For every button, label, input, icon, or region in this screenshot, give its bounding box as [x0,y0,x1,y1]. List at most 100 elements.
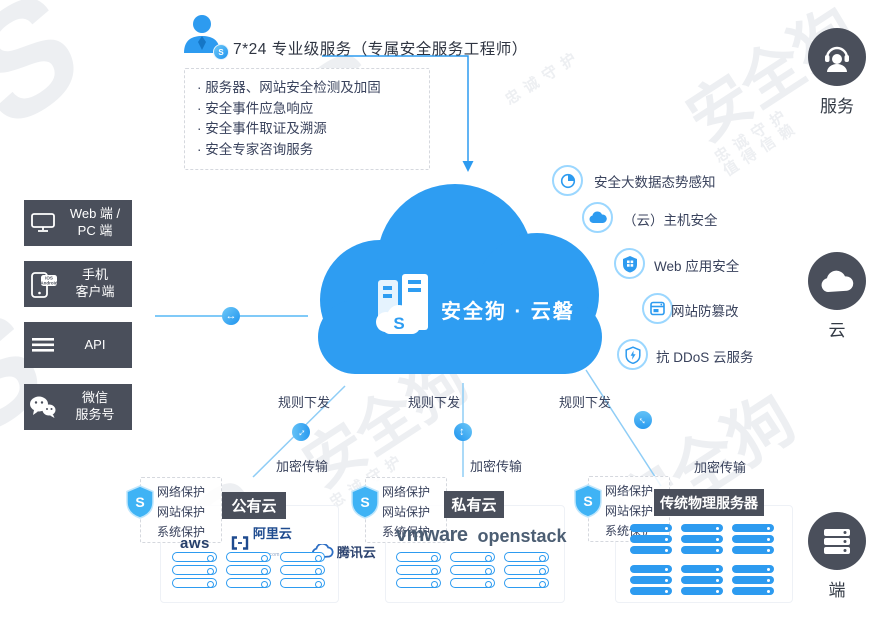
server-bar [732,565,774,573]
server-bar [681,576,723,584]
channel-label: 微信 服务号 [75,390,115,422]
engineer-person-icon [184,15,220,53]
shield-bolt-icon [617,339,648,370]
bullet-item: · 安全事件取证及溯源 [197,121,327,136]
server-rack-group [396,549,549,588]
headset-icon [808,28,866,86]
server-bar [504,552,549,562]
channel-mobile: iOS Android 手机 客户端 [24,261,132,307]
encrypted-transfer-label: 加密传输 [470,459,523,474]
encrypted-transfer-label: 加密传输 [276,459,329,474]
private-cloud-logos: vmware openstack [396,524,567,547]
rail-label-service: 服务 [820,97,854,116]
server-rack-group [172,549,325,588]
server-bar [681,565,723,573]
server-bar [681,535,723,543]
shield-s-icon: S [574,484,602,518]
server-bar [681,524,723,532]
server-rack-group [630,521,774,595]
server-bar [630,565,672,573]
feature-label: 抗 DDoS 云服务 [656,350,754,365]
server-bar [450,552,495,562]
server-bar [226,565,271,575]
server-bar [681,546,723,554]
server-bar [226,552,271,562]
group-label-private-cloud: 私有云 [444,491,504,518]
encrypted-transfer-label: 加密传输 [694,460,747,475]
rail-label-cloud: 云 [828,321,846,340]
server-bar [732,535,774,543]
server-bar [396,565,441,575]
server-bar [732,587,774,595]
channel-label: Web 端 / PC 端 [69,206,121,238]
transfer-icon: ↔ [454,423,472,441]
server-bar [504,578,549,588]
group-label-public-cloud: 公有云 [222,492,286,519]
rule-dispatch-label: 规则下发 [559,395,612,410]
svg-text:iOS: iOS [45,276,53,281]
safedog-badge-icon: S [213,44,229,60]
feature-label: （云）主机安全 [623,213,718,228]
svg-text:S: S [393,314,404,333]
server-bar [280,565,325,575]
cloud-logo-icon: S [376,274,428,334]
server-bar [450,578,495,588]
server-bar [396,552,441,562]
server-bar [172,552,217,562]
server-bar [226,578,271,588]
server-bar [172,578,217,588]
svg-text:S: S [360,494,369,510]
service-title: 7*24 专业级服务（专属安全服务工程师） [233,41,528,58]
channel-api: API [24,322,132,368]
webpage-icon [642,293,673,324]
pie-chart-icon [552,165,583,196]
channel-label: 手机 客户端 [75,267,115,299]
server-bar [630,535,672,543]
cloud-title: 安全狗 · 云磐 [441,301,575,323]
server-bar [630,546,672,554]
server-bar [450,565,495,575]
bullet-item: · 服务器、网站安全检测及加固 [197,80,381,95]
shield-grid-icon [614,248,645,279]
service-bullets-box: · 服务器、网站安全检测及加固 · 安全事件应急响应 · 安全事件取证及溯源 ·… [184,68,430,170]
server-bar [732,576,774,584]
server-bar [280,578,325,588]
feature-label: Web 应用安全 [654,259,740,274]
server-bar [172,565,217,575]
cloud-icon [808,252,866,310]
server-bar [280,552,325,562]
channel-web-pc: Web 端 / PC 端 [24,200,132,246]
server-bar [630,576,672,584]
protection-badge: 网络保护 网站保护 系统保护 [140,477,222,543]
cloud-icon [582,202,613,233]
protection-badge: 网络保护 网站保护 系统保护 [365,477,447,543]
wechat-icon [24,395,62,419]
server-bar [732,524,774,532]
shield-s-icon: S [126,485,154,519]
server-bar [630,524,672,532]
openstack-logo: openstack [477,526,567,546]
svg-text:S: S [135,494,144,510]
cloud-shape [318,300,602,374]
server-bar [396,578,441,588]
feature-label: 安全大数据态势感知 [594,175,716,190]
server-bar [630,587,672,595]
server-bar [504,565,549,575]
shield-s-icon: S [351,485,379,519]
transfer-icon: ↔ [222,307,240,325]
svg-text:Android: Android [40,281,57,286]
server-stack-icon [808,512,866,570]
phone-icon: iOS Android [24,269,62,299]
rule-dispatch-label: 规则下发 [278,395,331,410]
server-bar [732,546,774,554]
api-lines-icon [24,337,62,353]
bullet-item: · 安全专家咨询服务 [197,141,314,157]
group-label-physical: 传统物理服务器 [654,489,764,516]
channel-wechat: 微信 服务号 [24,384,132,430]
rule-dispatch-label: 规则下发 [408,395,461,410]
channel-label: API [84,336,106,352]
bullet-item: · 安全事件应急响应 [197,100,314,116]
server-bar [681,587,723,595]
vmware-logo: vmware [396,524,468,546]
